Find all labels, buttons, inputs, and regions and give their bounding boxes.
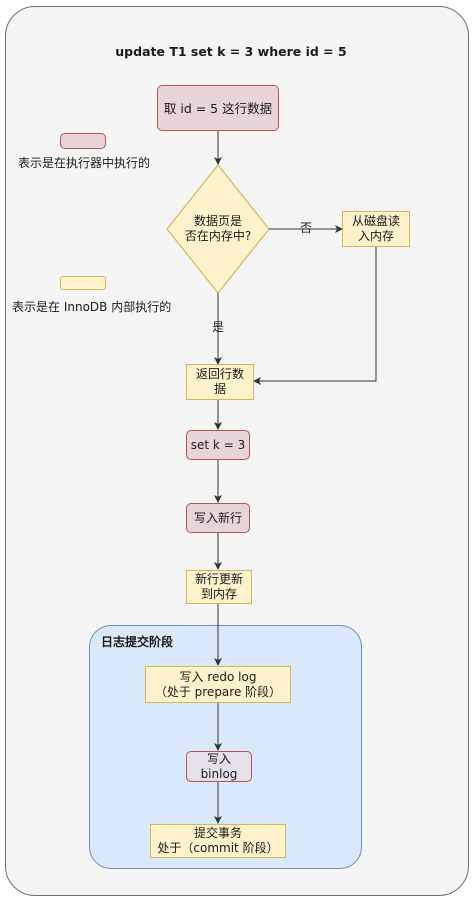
node-fetch-row: 取 id = 5 这行数据 — [157, 85, 279, 131]
node-read-from-disk: 从磁盘读 入内存 — [342, 211, 410, 247]
legend-innodb-swatch — [60, 276, 106, 290]
node-commit-transaction: 提交事务 处于（commit 阶段） — [150, 824, 286, 858]
node-return-row: 返回行数 据 — [186, 364, 254, 400]
label-no: 否 — [300, 221, 313, 235]
node-write-row: 写入新行 — [186, 503, 250, 533]
node-in-memory-question: 数据页是 否在内存中? — [184, 214, 252, 243]
legend-executor-swatch — [60, 133, 106, 149]
legend-innodb-text: 表示是在 InnoDB 内部执行的 — [12, 300, 172, 314]
node-write-binlog: 写入 binlog — [186, 751, 252, 782]
diagram-title: update T1 set k = 3 where id = 5 — [115, 44, 347, 59]
label-yes: 是 — [212, 320, 225, 334]
phase-title: 日志提交阶段 — [101, 635, 174, 649]
edge-disk-to-return — [253, 247, 377, 385]
node-write-redo-log: 写入 redo log （处于 prepare 阶段） — [145, 666, 291, 703]
node-set-k: set k = 3 — [186, 430, 250, 460]
legend-executor-text: 表示是在执行器中执行的 — [18, 156, 151, 170]
node-update-memory: 新行更新 到内存 — [186, 570, 252, 604]
